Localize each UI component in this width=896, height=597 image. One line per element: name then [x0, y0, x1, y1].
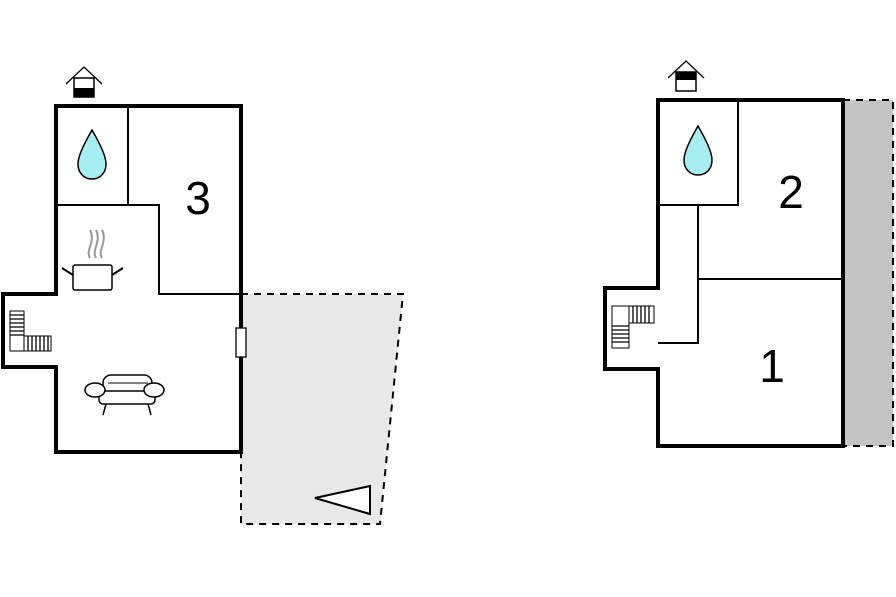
- floor-plan-right: 2 1: [603, 60, 894, 448]
- sofa-icon: [84, 374, 165, 416]
- entrance-icon: [667, 60, 705, 92]
- room-number-3: 3: [185, 172, 211, 224]
- room-number-1: 1: [759, 340, 785, 392]
- terrace-area: [240, 293, 405, 525]
- inner-walls-right: [658, 100, 843, 344]
- staircase-icon: [9, 310, 52, 352]
- water-drop-icon: [683, 124, 713, 176]
- triangle-icon: [314, 484, 371, 516]
- outer-walls-left: [1, 104, 243, 454]
- terrace-door: [235, 327, 247, 358]
- room-number-2: 2: [778, 166, 804, 218]
- water-drop-icon: [77, 128, 107, 180]
- balcony-area: [842, 99, 894, 447]
- staircase-icon: [611, 305, 655, 349]
- entrance-icon: [65, 66, 103, 98]
- bathroom-wall-left: [56, 106, 241, 295]
- cooking-pot-icon: [61, 229, 124, 291]
- floor-plan-left: 3: [1, 66, 405, 525]
- outer-walls-right: [603, 98, 845, 448]
